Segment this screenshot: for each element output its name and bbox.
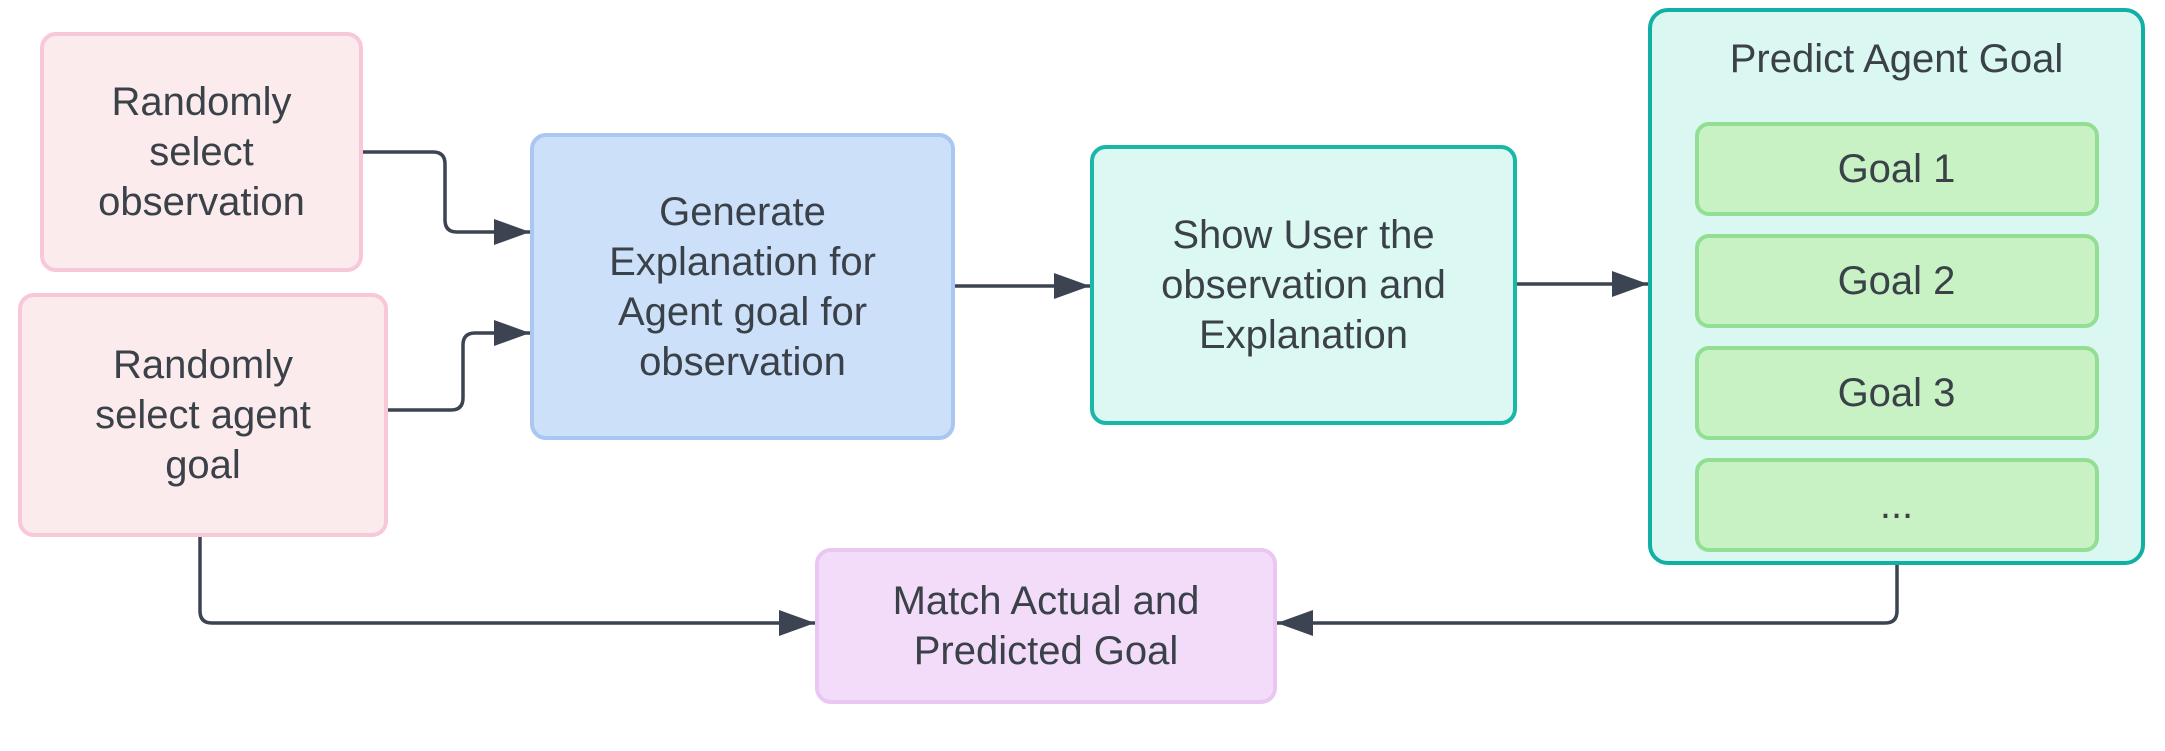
predict-agent-goal-title: Predict Agent Goal [1729, 37, 2064, 81]
node-label: Generate Explanation for Agent goal for … [609, 189, 876, 384]
goal-option-2: Goal 2 [1694, 234, 2099, 328]
node-predict-agent-goal: Predict Agent Goal Goal 1 Goal 2 Goal 3 … [1648, 8, 2145, 565]
goal-option-ellipsis: ... [1694, 458, 2099, 552]
arrow-agent-goal-to-match [198, 537, 815, 636]
node-label: Randomly select agent goal [95, 343, 311, 487]
goal-list: Goal 1 Goal 2 Goal 3 ... [1652, 122, 2141, 552]
node-randomly-select-observation: Randomly select observation [40, 32, 363, 272]
arrow-observation-to-generate [363, 150, 530, 245]
goal-option-1: Goal 1 [1694, 122, 2099, 216]
arrow-agent-goal-to-generate [388, 320, 530, 412]
goal-label: Goal 1 [1837, 147, 1956, 191]
goal-option-3: Goal 3 [1694, 346, 2099, 440]
node-label: Randomly select observation [98, 80, 305, 224]
node-match-actual-predicted: Match Actual and Predicted Goal [815, 548, 1277, 704]
node-randomly-select-agent-goal: Randomly select agent goal [18, 293, 388, 537]
goal-label: Goal 2 [1837, 259, 1956, 303]
goal-label: Goal 3 [1837, 371, 1956, 415]
goal-label: ... [1879, 483, 1914, 527]
node-show-user: Show User the observation and Explanatio… [1090, 145, 1517, 425]
node-label: Show User the observation and Explanatio… [1161, 213, 1446, 357]
node-label: Match Actual and Predicted Goal [892, 579, 1200, 673]
arrow-predict-to-match [1277, 565, 1899, 636]
node-generate-explanation: Generate Explanation for Agent goal for … [530, 133, 955, 440]
